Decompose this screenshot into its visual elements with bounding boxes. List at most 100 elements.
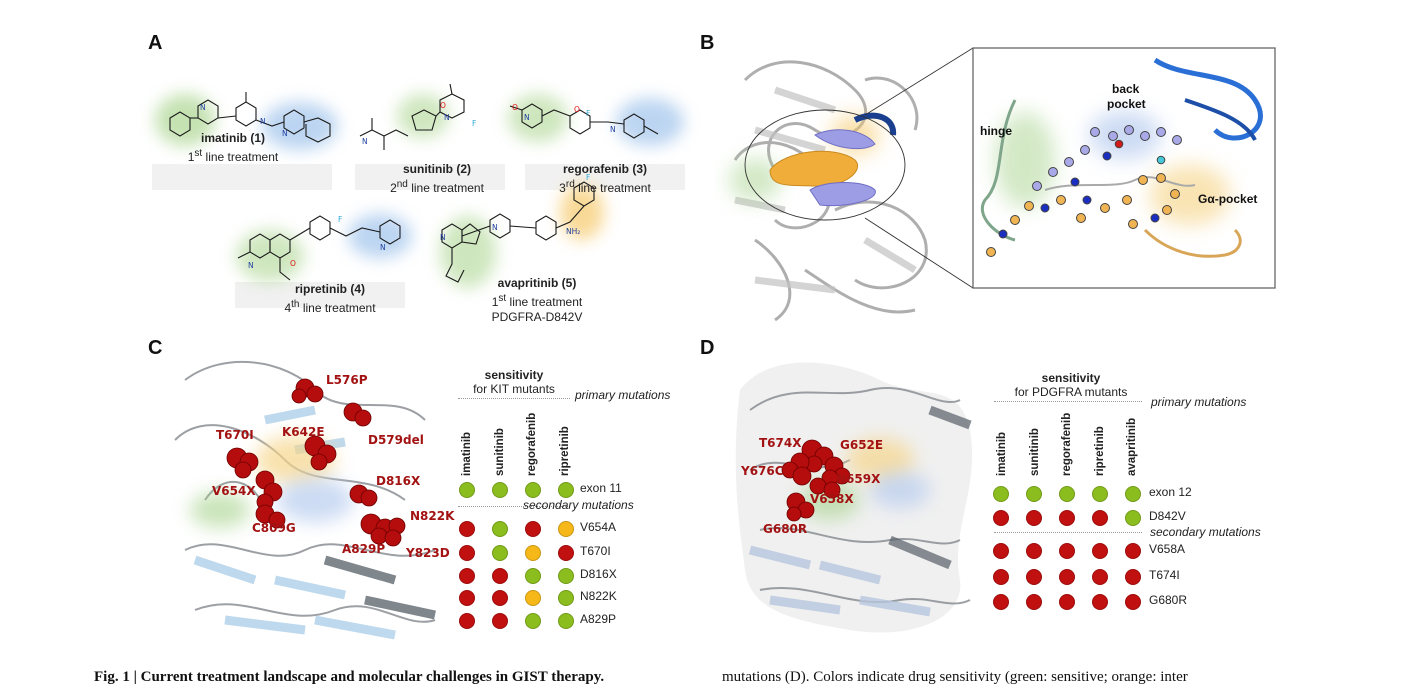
sensitivity-dot <box>459 613 475 629</box>
mutation-label: D579del <box>368 433 424 447</box>
row-label: T674I <box>1149 568 1180 582</box>
label-back: back <box>1112 82 1140 96</box>
figure-caption-left: Fig. 1 | Current treatment landscape and… <box>94 669 605 685</box>
divider <box>994 532 1142 533</box>
mutation-label: A829P <box>342 542 386 556</box>
sensitivity-dot <box>993 486 1009 502</box>
row-label: A829P <box>580 612 617 626</box>
row-label: V658A <box>1149 542 1186 556</box>
svg-text:O: O <box>512 103 518 112</box>
column-header: avapritinib <box>1126 417 1138 476</box>
label-pocket: pocket <box>1107 97 1146 111</box>
sensitivity-dot <box>492 613 508 629</box>
column-header: imatinib <box>996 431 1008 476</box>
sensitivity-dot <box>558 545 574 561</box>
drug-extra: PDGFRA-D842V <box>491 310 583 324</box>
column-header: ripretinib <box>1094 426 1106 476</box>
drug-label-imatinib: imatinib (1) 1st line treatment <box>168 131 298 165</box>
sensitivity-dot <box>459 482 475 498</box>
table-d-title: sensitivity <box>1041 371 1101 385</box>
mutation-label: V658X <box>810 492 854 506</box>
svg-text:F: F <box>338 215 342 224</box>
secondary-mutations-label: secondary mutations <box>1150 525 1261 539</box>
panel-letter-d: D <box>700 337 715 359</box>
drug-label-regorafenib: regorafenib (3) 3rd line treatment <box>540 162 670 196</box>
sensitivity-dot <box>993 594 1009 610</box>
label-galpha-pocket: Gα-pocket <box>1198 192 1258 206</box>
mutation-label: N659X <box>836 472 881 486</box>
column-header: sunitinib <box>1029 428 1041 476</box>
drug-line: 1st line treatment <box>187 148 279 164</box>
row-label: V654A <box>580 520 617 534</box>
svg-text:N: N <box>362 137 368 146</box>
mutation-label: V654X <box>212 484 256 498</box>
drug-label-ripretinib: ripretinib (4) 4th line treatment <box>265 282 395 316</box>
sensitivity-dot <box>1125 569 1141 585</box>
svg-text:F: F <box>472 119 476 128</box>
sensitivity-dot <box>459 590 475 606</box>
sensitivity-dot <box>1026 486 1042 502</box>
sensitivity-dot <box>1059 543 1075 559</box>
sensitivity-dot <box>1059 594 1075 610</box>
svg-text:F: F <box>586 173 590 182</box>
primary-mutations-label: primary mutations <box>1151 395 1247 409</box>
table-d-subtitle: for PDGFRA mutants <box>1014 385 1128 399</box>
row-label: T670I <box>580 544 611 558</box>
sensitivity-dot <box>1026 594 1042 610</box>
panel-b-structure <box>729 47 1276 322</box>
divider <box>458 506 570 507</box>
panel-letter-b: B <box>700 32 715 54</box>
drug-label-avapritinib: avapritinib (5) 1st line treatment PDGFR… <box>472 276 602 325</box>
sensitivity-dot <box>1059 569 1075 585</box>
drug-name: ripretinib (4) <box>294 282 365 296</box>
label-hinge: hinge <box>980 124 1012 138</box>
sensitivity-dot <box>1092 543 1108 559</box>
drug-label-sunitinib: sunitinib (2) 2nd line treatment <box>372 162 502 196</box>
panel-letter-a: A <box>148 32 163 54</box>
column-header: sunitinib <box>494 428 506 476</box>
sensitivity-dot <box>492 482 508 498</box>
sensitivity-dot <box>558 568 574 584</box>
sensitivity-dot <box>492 545 508 561</box>
svg-text:O: O <box>574 105 580 114</box>
panel-c-structure <box>174 360 436 640</box>
sensitivity-dot <box>1125 486 1141 502</box>
sensitivity-dot <box>558 482 574 498</box>
sensitivity-dot <box>1059 510 1075 526</box>
row-label: D842V <box>1149 509 1186 523</box>
svg-text:N: N <box>380 243 386 252</box>
secondary-mutations-label: secondary mutations <box>523 498 634 512</box>
svg-text:NH₂: NH₂ <box>566 227 580 236</box>
drug-line: 3rd line treatment <box>559 179 651 195</box>
mutation-label: K642E <box>282 425 325 439</box>
svg-text:N: N <box>444 113 450 122</box>
mutation-label: C809G <box>252 521 296 535</box>
column-header: imatinib <box>461 431 473 476</box>
row-label: G680R <box>1149 593 1188 607</box>
svg-text:N: N <box>440 233 446 242</box>
mutation-label: D816X <box>376 474 421 488</box>
row-label: D816X <box>580 567 617 581</box>
panel-letter-c: C <box>148 337 163 359</box>
mutation-label: Y676C <box>741 464 784 478</box>
mutation-label: G652E <box>840 438 884 452</box>
sensitivity-dot <box>459 568 475 584</box>
sensitivity-dot <box>459 545 475 561</box>
drug-name: sunitinib (2) <box>403 162 471 176</box>
mutation-label: T674X <box>759 436 802 450</box>
sensitivity-dot <box>492 568 508 584</box>
sensitivity-dot <box>1125 510 1141 526</box>
drug-line: 4th line treatment <box>284 299 376 315</box>
table-c-subtitle: for KIT mutants <box>473 382 555 396</box>
row-label: N822K <box>580 589 617 603</box>
svg-text:N: N <box>610 125 616 134</box>
sensitivity-dot <box>459 521 475 537</box>
mutation-label: T670I <box>216 428 254 442</box>
sensitivity-dot <box>525 521 541 537</box>
svg-text:N: N <box>260 117 266 126</box>
sensitivity-dot <box>492 590 508 606</box>
sensitivity-dot <box>1026 510 1042 526</box>
sensitivity-dot <box>993 510 1009 526</box>
divider <box>994 401 1142 402</box>
